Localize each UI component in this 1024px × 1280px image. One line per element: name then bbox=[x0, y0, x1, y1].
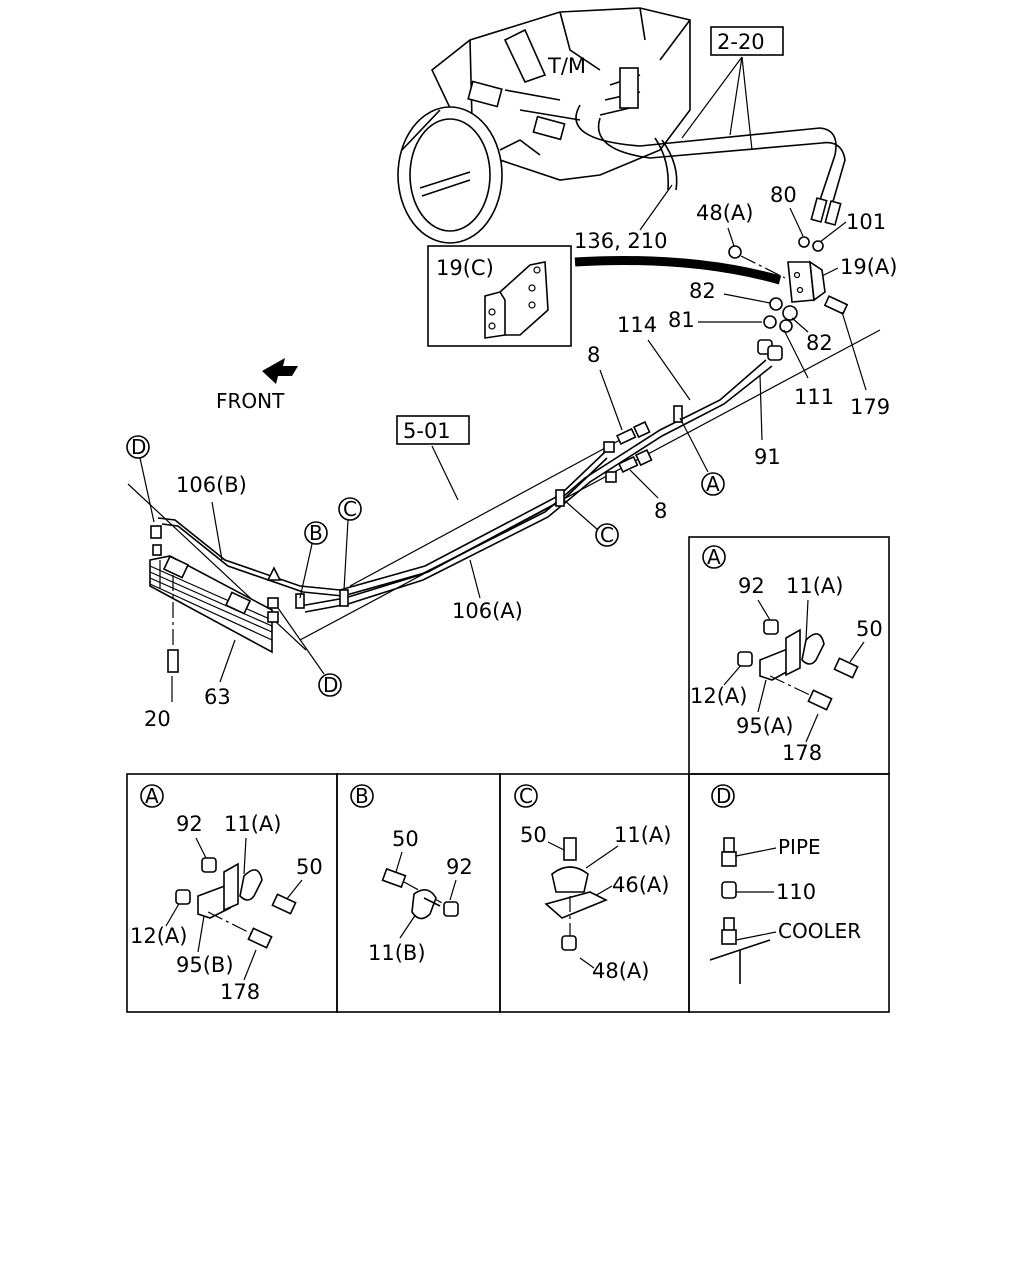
oil-cooler bbox=[149, 525, 282, 673]
detail-a-top-178: 178 bbox=[782, 741, 822, 765]
callout-d1: D bbox=[131, 435, 146, 459]
detail-a-top-12a: 12(A) bbox=[690, 684, 747, 708]
inset-19c: 19(C) bbox=[427, 245, 572, 347]
callout-d2: D bbox=[323, 673, 338, 697]
callout-a1: A bbox=[706, 472, 720, 496]
detail-a-top-panel: A 92 11(A) 50 12(A) 95(A) 178 bbox=[688, 536, 890, 775]
transmission-drawing: T/M bbox=[397, 7, 691, 244]
callout-b1: B bbox=[309, 521, 323, 545]
detail-c-11a: 11(A) bbox=[614, 823, 671, 847]
pipes-group bbox=[157, 359, 773, 613]
detail-c-50: 50 bbox=[520, 823, 547, 847]
detail-a-top-95a: 95(A) bbox=[736, 714, 793, 738]
label-82b: 82 bbox=[806, 331, 833, 355]
detail-d-letter: D bbox=[716, 784, 731, 808]
detail-a-top-92: 92 bbox=[738, 574, 765, 598]
detail-d-panel: D PIPE 110 COOLER bbox=[709, 784, 861, 984]
label-101: 101 bbox=[846, 210, 886, 234]
label-8a: 8 bbox=[587, 343, 600, 367]
callout-c2: C bbox=[600, 523, 614, 547]
detail-a-panel: A 92 11(A) 50 12(A) 95(B) 178 bbox=[130, 784, 323, 1004]
label-20: 20 bbox=[144, 707, 171, 731]
detail-b-panel: B 50 92 11(B) bbox=[350, 784, 473, 965]
label-81: 81 bbox=[668, 308, 695, 332]
label-136-210: 136, 210 bbox=[574, 229, 668, 253]
front-arrow: FRONT bbox=[216, 358, 298, 413]
detail-d-cooler: COOLER bbox=[778, 919, 861, 943]
detail-c-letter: C bbox=[519, 784, 533, 808]
detail-b-50: 50 bbox=[392, 827, 419, 851]
label-19c: 19(C) bbox=[436, 256, 494, 280]
ref-5-01: 5-01 bbox=[403, 419, 451, 443]
label-82a: 82 bbox=[689, 279, 716, 303]
detail-a-178: 178 bbox=[220, 980, 260, 1004]
detail-a-95b: 95(B) bbox=[176, 953, 234, 977]
label-48a: 48(A) bbox=[696, 201, 753, 225]
front-label: FRONT bbox=[216, 389, 285, 413]
tm-label: T/M bbox=[547, 54, 586, 78]
ref-2-20: 2-20 bbox=[717, 30, 765, 54]
bracket-19a-group: 48(A) 80 101 19(A) bbox=[696, 183, 897, 315]
detail-d-pipe: PIPE bbox=[778, 835, 821, 859]
detail-b-letter: B bbox=[355, 784, 369, 808]
detail-c-48a: 48(A) bbox=[592, 959, 649, 983]
label-63: 63 bbox=[204, 685, 231, 709]
detail-b-11b: 11(B) bbox=[368, 941, 426, 965]
label-179: 179 bbox=[850, 395, 890, 419]
detail-b-92: 92 bbox=[446, 855, 473, 879]
detail-c-46a: 46(A) bbox=[612, 873, 669, 897]
callout-c1: C bbox=[343, 497, 357, 521]
detail-panels-row bbox=[126, 773, 890, 1013]
label-91: 91 bbox=[754, 445, 781, 469]
label-80: 80 bbox=[770, 183, 797, 207]
detail-a-top-letter: A bbox=[707, 545, 721, 569]
detail-d-110: 110 bbox=[776, 880, 816, 904]
detail-a-11a: 11(A) bbox=[224, 812, 281, 836]
detail-a-50: 50 bbox=[296, 855, 323, 879]
detail-a-letter: A bbox=[145, 784, 159, 808]
label-106a: 106(A) bbox=[452, 599, 523, 623]
ref-2-20-group: 2-20 bbox=[575, 26, 846, 226]
label-114: 114 bbox=[617, 313, 657, 337]
detail-a-top-50: 50 bbox=[856, 617, 883, 641]
label-106b: 106(B) bbox=[176, 473, 247, 497]
label-19a: 19(A) bbox=[840, 255, 897, 279]
detail-a-12a: 12(A) bbox=[130, 924, 187, 948]
label-8b: 8 bbox=[654, 499, 667, 523]
label-111: 111 bbox=[794, 385, 834, 409]
detail-a-top-11a: 11(A) bbox=[786, 574, 843, 598]
detail-c-panel: C 50 11(A) 46(A) 48(A) bbox=[514, 784, 671, 983]
detail-a-92: 92 bbox=[176, 812, 203, 836]
fittings-group: 82 81 82 111 179 bbox=[668, 279, 890, 419]
